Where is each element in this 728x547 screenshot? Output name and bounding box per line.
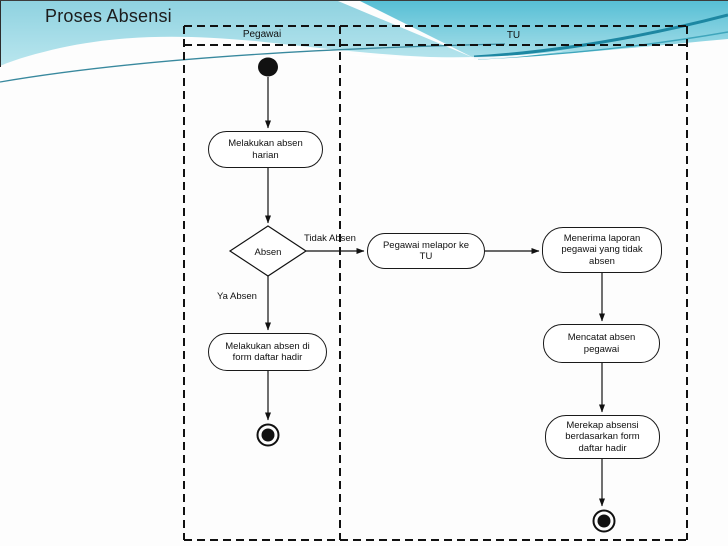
header-decoration	[0, 1, 728, 83]
activity-mencatat-absen: Mencatat absen pegawai	[543, 324, 660, 363]
flow-arrows	[265, 77, 605, 507]
initial-node	[258, 57, 278, 77]
wave-hairline	[0, 43, 506, 83]
activity-melapor-tu: Pegawai melapor ke TU	[367, 233, 485, 269]
decision-diamond	[228, 225, 308, 277]
activity-menerima-laporan: Menerima laporan pegawai yang tidak abse…	[542, 227, 662, 273]
activity-absen-form-hadir: Melakukan absen di form daftar hadir	[208, 333, 327, 371]
edge-label-tidak-absen: Tidak Absen	[304, 233, 356, 244]
wave-shape-left	[0, 1, 474, 66]
page-title: Proses Absensi	[45, 6, 172, 26]
activity-absen-harian: Melakukan absen harian	[208, 131, 323, 168]
wave-highlight	[330, 49, 575, 61]
edge-label-ya-absen: Ya Absen	[217, 291, 257, 302]
activity-merekap-absensi: Merekap absensi berdasarkan form daftar …	[545, 415, 660, 459]
wave-accent-curve	[473, 13, 728, 59]
lane-label-pegawai: Pegawai	[242, 29, 282, 40]
swimlane-frame	[183, 25, 688, 541]
final-node-tu	[592, 509, 616, 533]
final-node-pegawai	[256, 423, 280, 447]
decision-label: Absen	[254, 247, 282, 258]
wave-shape-right	[360, 1, 728, 58]
lane-label-tu: TU	[506, 30, 521, 41]
